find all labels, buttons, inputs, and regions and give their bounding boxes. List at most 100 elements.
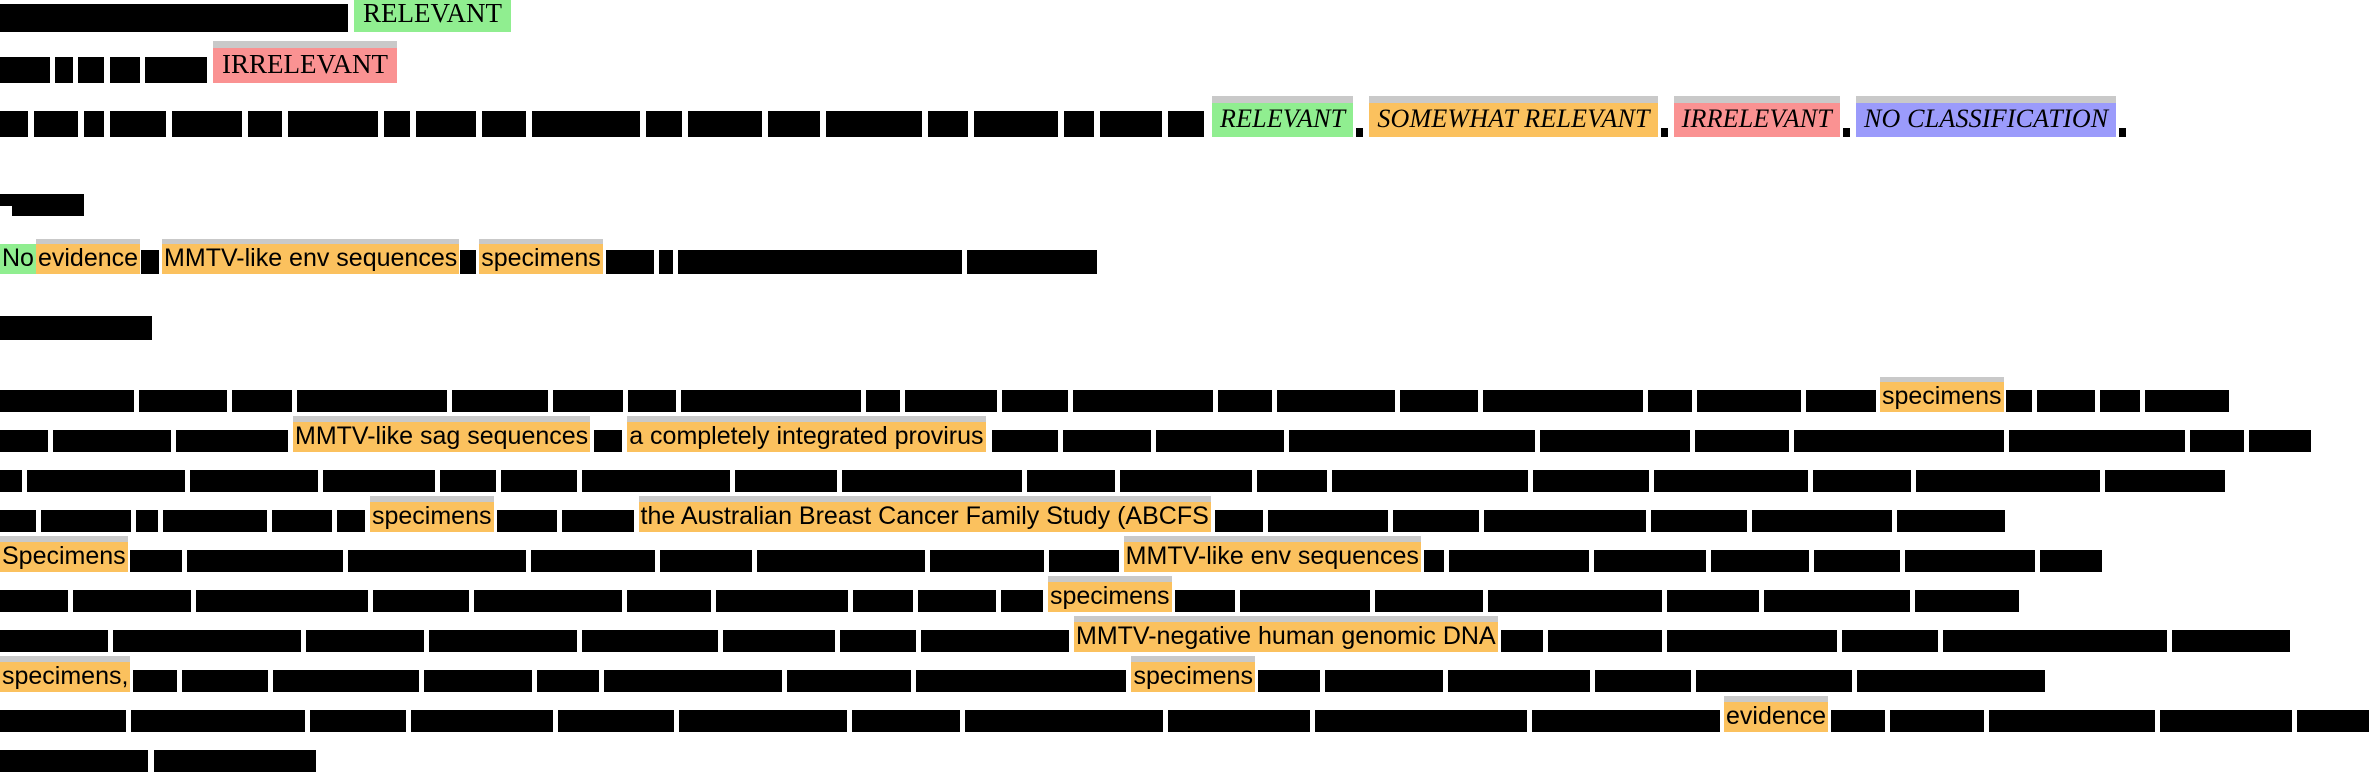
legend-label-somewhat-relevant[interactable]: SOMEWHAT RELEVANT (1369, 103, 1658, 137)
redacted-text (1062, 430, 1151, 452)
redacted-text (501, 470, 577, 492)
redacted-text (756, 550, 925, 572)
highlight-no[interactable]: No (0, 244, 36, 274)
redacted-text (1751, 510, 1892, 532)
redacted-text (196, 590, 368, 612)
redacted-text (84, 111, 104, 137)
label-irrelevant-1[interactable]: IRRELEVANT (213, 48, 397, 83)
chip-wrap: evidence (1724, 696, 1829, 732)
redacted-text (1841, 630, 1938, 652)
chip-shadow (1123, 536, 1421, 542)
redacted-text (1904, 550, 2035, 572)
highlight-evidence-body[interactable]: evidence (1724, 702, 1829, 732)
redacted-text (113, 630, 301, 652)
redacted-text (0, 57, 50, 83)
highlight-mmtv-like-sag-sequences[interactable]: MMTV-like sag sequences (293, 422, 591, 452)
redacted-heading (12, 194, 84, 216)
redacted-text (1989, 710, 2156, 732)
chip-shadow (0, 536, 128, 542)
redacted-text (429, 630, 577, 652)
redacted-text (176, 430, 288, 452)
highlight-mmtv-negative-human-genomic-dna[interactable]: MMTV-negative human genomic DNA (1074, 622, 1498, 652)
redacted-text (310, 710, 406, 732)
redacted-text (0, 510, 36, 532)
redacted-text (966, 250, 1097, 274)
redacted-text (1890, 710, 1985, 732)
highlight-specimens-body-4[interactable]: specimens (370, 502, 494, 532)
legend-label-relevant[interactable]: RELEVANT (1212, 103, 1354, 137)
redacted-text (1374, 590, 1483, 612)
redacted-text (1267, 510, 1388, 532)
highlight-mmtv-like-env-sequences[interactable]: MMTV-like env sequences (162, 244, 460, 274)
highlight-specimens-capital[interactable]: Specimens (0, 542, 128, 572)
redacted-text (1654, 470, 1808, 492)
body-line-5: Specimens MMTV-like env sequences (0, 536, 2102, 572)
redacted-text (0, 710, 126, 732)
highlight-specimens-body-6[interactable]: specimens (1048, 582, 1172, 612)
redacted-text (852, 710, 960, 732)
redacted-text (558, 710, 674, 732)
redacted-text (172, 111, 242, 137)
body-line-2: MMTV-like sag sequences a completely int… (0, 416, 2311, 452)
chip-shadow (1880, 377, 2004, 382)
redacted-text (1483, 510, 1646, 532)
chip-wrap: IRRELEVANT (213, 41, 397, 83)
redacted-text (1168, 710, 1310, 732)
chip-shadow (638, 496, 1211, 502)
redacted-text (605, 250, 654, 274)
redacted-text (0, 590, 68, 612)
chip-shadow (1673, 96, 1840, 103)
redacted-text (34, 111, 78, 137)
redacted-text (1813, 550, 1900, 572)
redacted-text (297, 390, 447, 412)
redacted-text (2008, 430, 2185, 452)
redacted-text (1392, 510, 1479, 532)
highlight-specimens-abstract[interactable]: specimens (479, 244, 603, 274)
redacted-punct (1660, 128, 1668, 137)
redacted-text (679, 710, 847, 732)
redacted-text (735, 470, 837, 492)
label-relevant-1[interactable]: RELEVANT (354, 0, 511, 32)
title-line-2: IRRELEVANT (0, 41, 397, 83)
redacted-text (928, 111, 968, 137)
chip-shadow (162, 239, 460, 244)
redacted-heading (0, 316, 152, 340)
highlight-abcfs[interactable]: the Australian Breast Cancer Family Stud… (638, 502, 1211, 532)
redacted-text (306, 630, 424, 652)
redacted-text (658, 250, 673, 274)
redacted-text (1487, 590, 1662, 612)
highlight-completely-integrated-provirus[interactable]: a completely integrated provirus (627, 422, 986, 452)
legend-label-no-classification[interactable]: NO CLASSIFICATION (1855, 103, 2117, 137)
redacted-text (1064, 111, 1094, 137)
redacted-text (1916, 470, 2100, 492)
chip-wrap: a completely integrated provirus (627, 416, 986, 452)
body-line-7: MMTV-negative human genomic DNA (0, 616, 2290, 652)
redacted-text (2171, 630, 2290, 652)
redacted-text (0, 390, 134, 412)
chip-shadow (35, 239, 141, 244)
highlight-specimens-body-1[interactable]: specimens (1880, 382, 2004, 412)
redacted-text (594, 430, 623, 452)
redacted-text (1277, 390, 1395, 412)
redacted-text (373, 590, 469, 612)
redacted-text (53, 430, 171, 452)
redacted-text (2248, 430, 2311, 452)
redacted-text (768, 111, 820, 137)
redacted-text (723, 630, 835, 652)
chip-wrap: specimens, (0, 656, 131, 692)
chip-wrap: MMTV-like sag sequences (293, 416, 591, 452)
highlight-specimens-body-8-left[interactable]: specimens, (0, 662, 131, 692)
redacted-text (2099, 390, 2140, 412)
highlight-specimens-body-8-mid[interactable]: specimens (1131, 662, 1255, 692)
redacted-text (232, 390, 292, 412)
redacted-text (2160, 710, 2293, 732)
highlight-mmtv-like-env-sequences-body[interactable]: MMTV-like env sequences (1123, 542, 1421, 572)
legend-label-irrelevant[interactable]: IRRELEVANT (1673, 103, 1840, 137)
chip-wrap: specimens (370, 496, 494, 532)
highlight-evidence[interactable]: evidence (35, 244, 141, 274)
redacted-text (582, 630, 718, 652)
redacted-text (1448, 550, 1589, 572)
chip-shadow (370, 496, 494, 502)
redacted-text (582, 470, 730, 492)
